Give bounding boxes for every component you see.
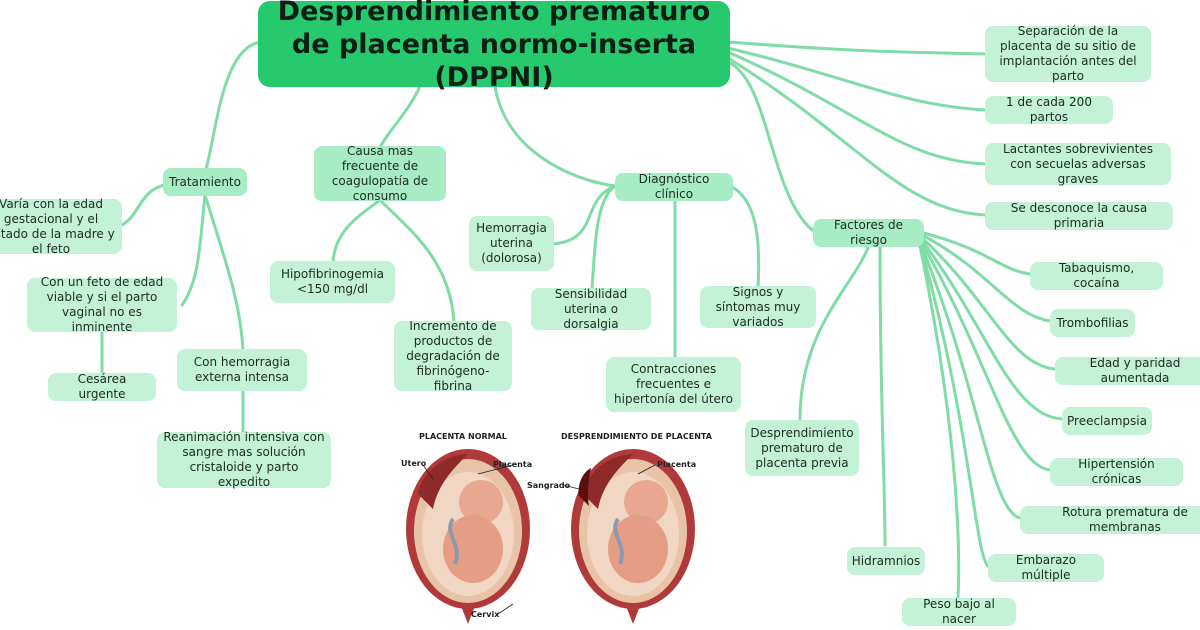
definition-node[interactable]: Lactantes sobrevivientes con secuelas ad… xyxy=(985,141,1171,186)
node-label: Tabaquismo, cocaína xyxy=(1058,261,1135,290)
label-sangrado: Sangrado xyxy=(527,481,571,490)
definition-node[interactable]: Se desconoce la causa primaria xyxy=(985,201,1173,230)
root-topic[interactable]: Desprendimiento prematuro de placenta no… xyxy=(258,0,730,93)
link-root-factores xyxy=(726,60,817,234)
leaf-hipofibrinogemia[interactable]: Hipofibrinogemia <150 mg/dl xyxy=(270,261,395,303)
leaf-edad-paridad[interactable]: Edad y paridad aumentada xyxy=(1055,356,1200,385)
node-label: Peso bajo al nacer xyxy=(923,597,995,626)
leaf-hidramnios[interactable]: Hidramnios xyxy=(847,547,925,575)
link-fact-embarazo xyxy=(918,242,990,568)
branch-tratamiento[interactable]: Tratamiento xyxy=(163,168,247,196)
link-diag-sensibilidad xyxy=(590,184,617,290)
leaf-signos-sintomas[interactable]: Signos y síntomas muy variados xyxy=(700,284,816,329)
link-trat-feto xyxy=(180,193,207,307)
node-label: Separación de la placenta de su sitio de… xyxy=(999,24,1137,83)
link-fact-rotura xyxy=(918,240,1022,520)
node-label: Incremento de productos de degradación d… xyxy=(406,318,500,393)
link-coag-prod xyxy=(378,198,456,324)
node-label: Sensibilidad uterina o dorsalgia xyxy=(554,286,628,331)
link-diag-hemorragia xyxy=(551,184,617,246)
node-label: Se desconoce la causa primaria xyxy=(1010,201,1148,230)
leaf-peso-bajo[interactable]: Peso bajo al nacer xyxy=(902,597,1016,626)
leaf-tabaquismo[interactable]: Tabaquismo, cocaína xyxy=(1030,261,1163,290)
link-fact-tabaquismo xyxy=(918,230,1032,276)
leaf-hipertension[interactable]: Hipertensión crónicas xyxy=(1050,457,1183,486)
branch-coagulopatia[interactable]: Causa mas frecuente de coagulopatía de c… xyxy=(314,143,446,203)
definition-node[interactable]: Separación de la placenta de su sitio de… xyxy=(985,24,1151,83)
link-trat-hemorragia xyxy=(203,193,245,352)
leaf-reanimacion[interactable]: Reanimación intensiva con sangre mas sol… xyxy=(157,430,331,489)
node-label: Desprendimiento prematuro de placenta pr… xyxy=(750,425,854,470)
leaf-cesarea-urgente[interactable]: Cesárea urgente xyxy=(48,372,156,401)
link-root-coagulopatia xyxy=(378,84,422,150)
caption-desprendimiento: DESPRENDIMIENTO DE PLACENTA xyxy=(561,432,712,441)
leaf-rotura-membranas[interactable]: Rotura prematura de membranas xyxy=(1020,505,1200,534)
leaf-desprendimiento-previo[interactable]: Desprendimiento prematuro de placenta pr… xyxy=(745,420,859,476)
link-fact-hidramnios xyxy=(878,246,887,547)
node-label: Con hemorragia externa intensa xyxy=(193,355,291,384)
leaf-hemorragia-externa[interactable]: Con hemorragia externa intensa xyxy=(177,349,307,391)
leaf-trombofilias[interactable]: Trombofilias xyxy=(1050,309,1135,337)
node-label: Tratamiento xyxy=(169,174,241,189)
node-label: Reanimación intensiva con sangre mas sol… xyxy=(163,430,325,489)
link-fact-preeclampsia xyxy=(918,236,1064,421)
label-placenta-abruption: Placenta xyxy=(657,460,697,469)
label-utero: Utero xyxy=(401,459,427,468)
leaf-embarazo-multiple[interactable]: Embarazo múltiple xyxy=(988,553,1104,582)
link-coag-hipo xyxy=(331,198,382,264)
link-trat-edad xyxy=(120,183,167,227)
node-label: Signos y síntomas muy variados xyxy=(715,284,801,329)
leaf-edad-gestacional[interactable]: Varía con la edad gestacional y el estad… xyxy=(0,196,122,256)
node-label: Contracciones frecuentes e hipertonía de… xyxy=(614,362,733,406)
node-label: Trombofilias xyxy=(1056,315,1129,330)
leaf-feto-viable[interactable]: Con un feto de edad viable y si el parto… xyxy=(27,275,177,334)
placenta-illustration: PLACENTA NORMAL DESPRENDIMIENTO DE PLACE… xyxy=(393,424,715,630)
label-cervix: Cervix xyxy=(471,610,500,619)
node-label: Hidramnios xyxy=(851,553,921,568)
leaf-hemorragia-uterina[interactable]: Hemorragia uterina (dolorosa) xyxy=(469,216,554,271)
link-root-tratamiento xyxy=(198,40,264,183)
link-fact-trombofilias xyxy=(918,232,1052,323)
node-label: 1 de cada 200 partos xyxy=(1006,95,1092,124)
uterus-normal-shape xyxy=(406,449,530,624)
node-label: Hemorragia uterina (dolorosa) xyxy=(476,221,547,265)
node-label: Edad y paridad aumentada xyxy=(1089,356,1181,385)
link-fact-peso xyxy=(918,244,961,600)
node-label: Cesárea urgente xyxy=(77,372,127,401)
link-fact-previa xyxy=(798,246,870,422)
node-label: Diagnóstico clínico xyxy=(638,172,710,201)
node-label: Preeclampsia xyxy=(1067,413,1147,428)
link-root-def3 xyxy=(726,50,987,166)
link-root-def2 xyxy=(726,46,987,112)
link-root-def1 xyxy=(726,40,987,56)
node-label: Varía con la edad gestacional y el estad… xyxy=(0,196,115,256)
leaf-preeclampsia[interactable]: Preeclampsia xyxy=(1062,407,1152,435)
definition-node[interactable]: 1 de cada 200 partos xyxy=(985,95,1113,124)
leaf-contracciones[interactable]: Contracciones frecuentes e hipertonía de… xyxy=(606,357,741,412)
branch-factores-riesgo[interactable]: Factores de riesgo xyxy=(813,218,924,247)
node-label: Con un feto de edad viable y si el parto… xyxy=(40,275,164,334)
link-diag-signos xyxy=(728,184,761,290)
branch-diagnostico[interactable]: Diagnóstico clínico xyxy=(615,172,733,201)
link-root-def4 xyxy=(726,56,987,217)
leaf-productos-degradacion[interactable]: Incremento de productos de degradación d… xyxy=(394,318,512,393)
link-fact-edad xyxy=(918,234,1057,371)
node-label: Embarazo múltiple xyxy=(1015,553,1077,582)
root-title: Desprendimiento prematuro de placenta no… xyxy=(277,0,711,93)
node-label: Causa mas frecuente de coagulopatía de c… xyxy=(331,143,429,203)
uterus-drawing xyxy=(406,449,695,624)
link-root-diagnostico xyxy=(493,84,617,188)
leaf-sensibilidad-uterina[interactable]: Sensibilidad uterina o dorsalgia xyxy=(531,286,651,331)
node-label: Hipofibrinogemia <150 mg/dl xyxy=(280,267,385,296)
label-placenta-normal: Placenta xyxy=(493,460,533,469)
node-label: Hipertensión crónicas xyxy=(1078,457,1155,486)
node-label: Lactantes sobrevivientes con secuelas ad… xyxy=(1003,141,1153,186)
node-label: Rotura prematura de membranas xyxy=(1062,505,1188,534)
uterus-abruption-shape xyxy=(571,449,695,624)
link-fact-hipertension xyxy=(918,238,1052,472)
node-label: Factores de riesgo xyxy=(834,218,903,247)
caption-placenta-normal: PLACENTA NORMAL xyxy=(419,432,507,441)
